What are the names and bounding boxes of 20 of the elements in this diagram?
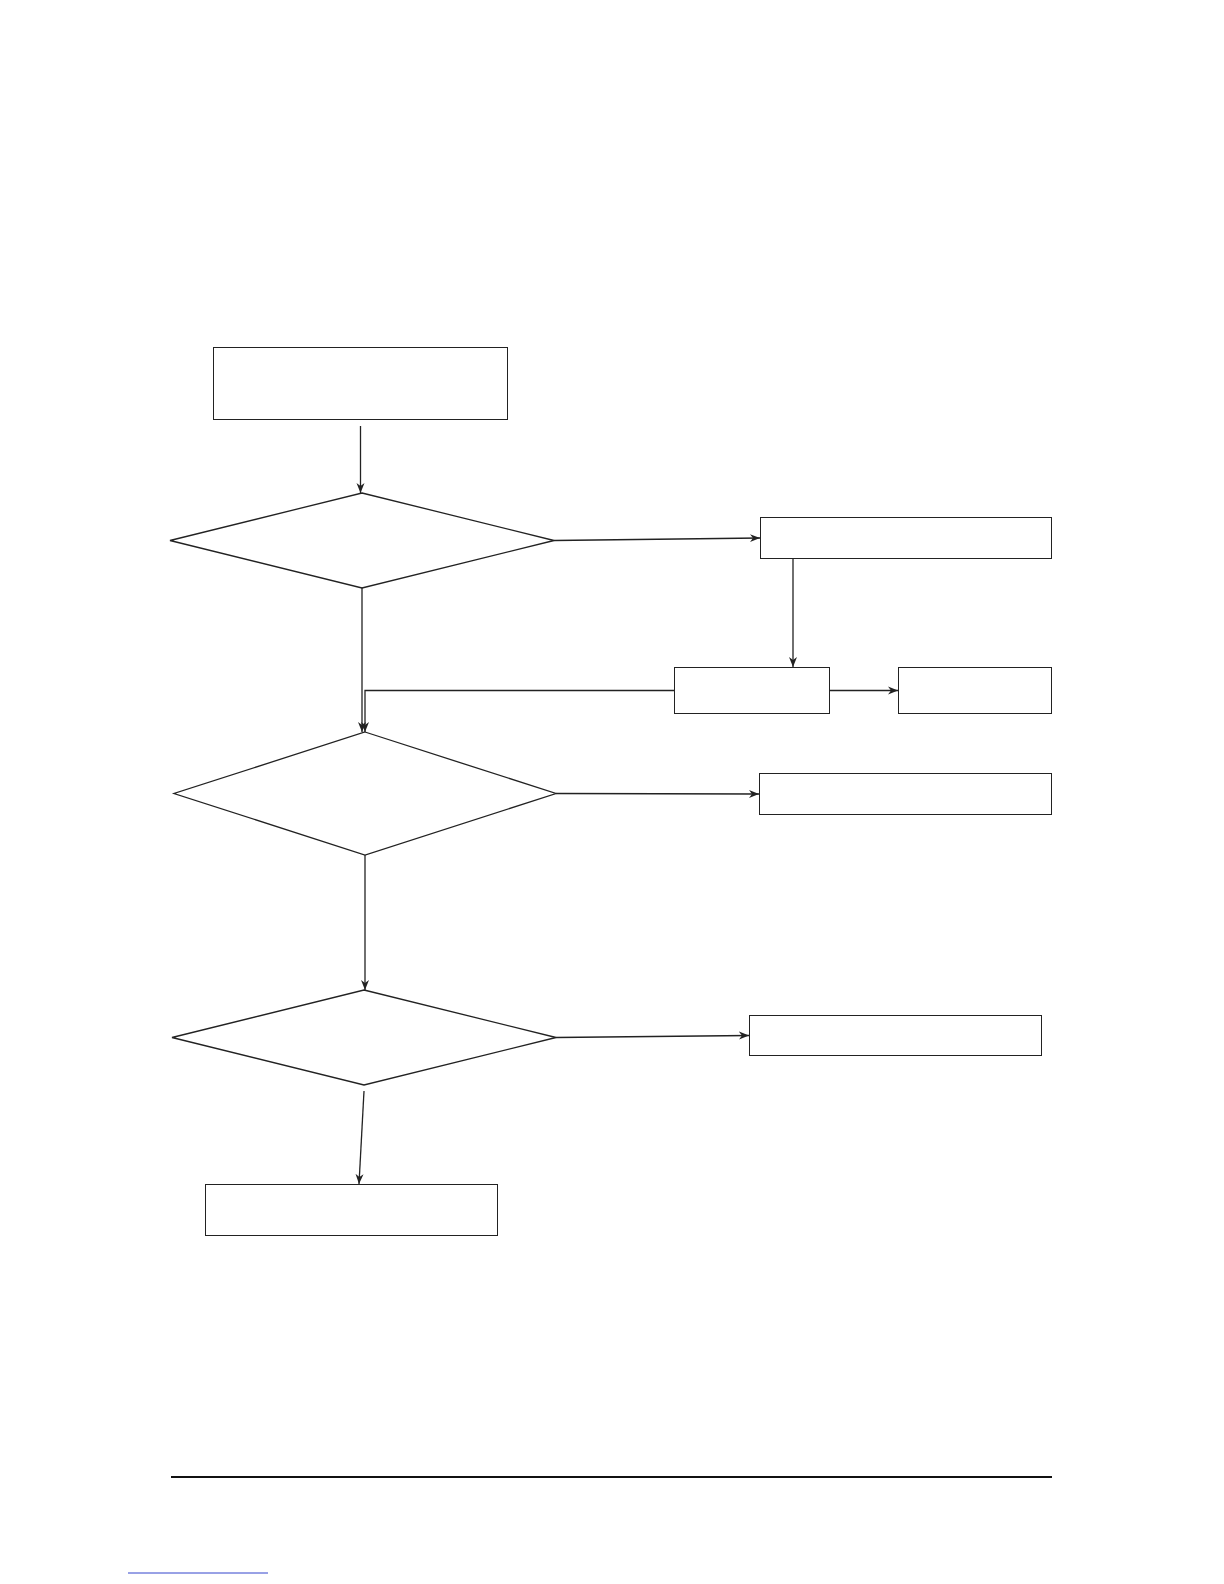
arrow: [829, 686, 899, 695]
arrow: [555, 1031, 750, 1040]
process-box: [213, 347, 508, 420]
arrow: [553, 534, 761, 543]
arrow: [355, 1090, 365, 1185]
decision-diamond: [174, 732, 556, 855]
arrow: [358, 587, 366, 733]
arrow: [361, 854, 369, 991]
arrow: [789, 558, 797, 668]
process-box: [760, 517, 1052, 559]
process-box: [898, 667, 1052, 714]
decision-diamond: [172, 990, 556, 1085]
arrow: [555, 790, 760, 798]
decision-diamond: [170, 493, 554, 588]
process-box: [674, 667, 830, 714]
process-box: [759, 773, 1052, 815]
process-box: [205, 1184, 498, 1236]
arrow: [361, 689, 675, 733]
process-box: [749, 1015, 1042, 1056]
arrow: [356, 425, 365, 494]
